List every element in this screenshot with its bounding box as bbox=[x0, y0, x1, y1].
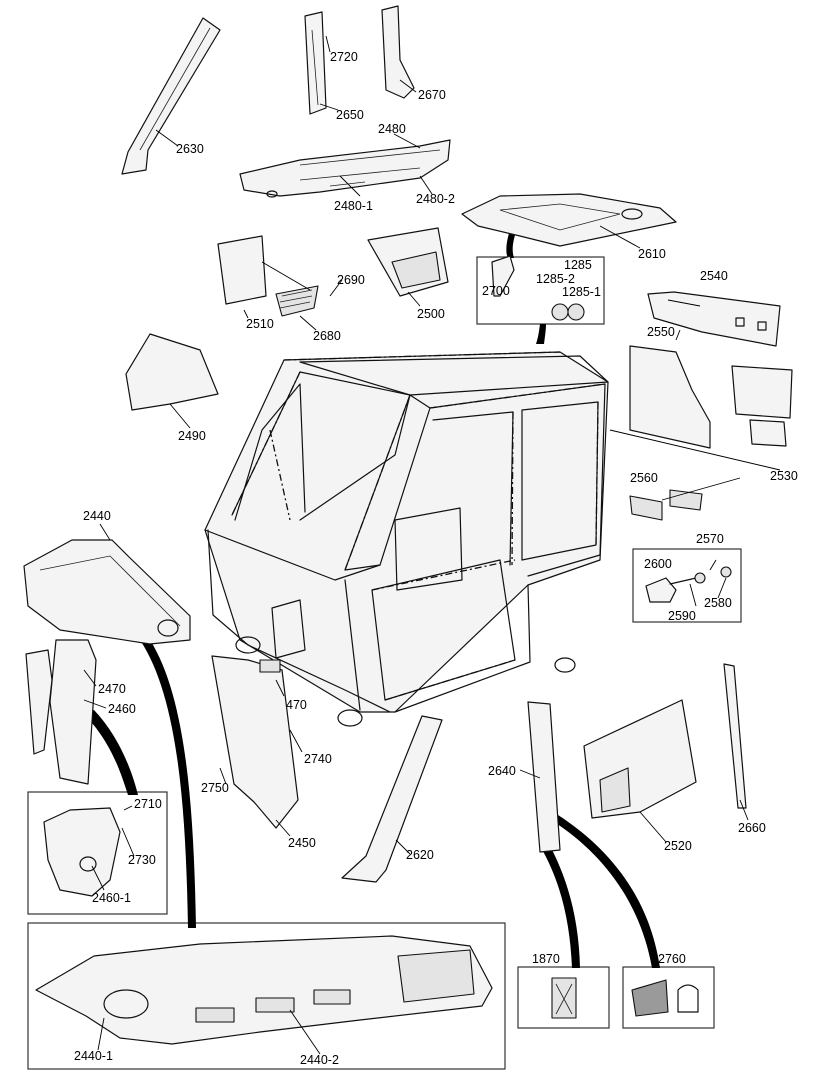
part-2650-pillar bbox=[304, 11, 327, 115]
part-2700-clip bbox=[491, 255, 515, 297]
label-2460-1: 2460-1 bbox=[92, 891, 131, 905]
label-2530: 2530 bbox=[770, 469, 798, 483]
label-2580: 2580 bbox=[704, 596, 732, 610]
part-2600-washer bbox=[694, 572, 706, 584]
part-2570-pad bbox=[669, 489, 703, 511]
leader-lines bbox=[83, 35, 749, 1055]
part-2620-pillar bbox=[341, 715, 443, 883]
part-2460-1-detail bbox=[43, 807, 121, 897]
part-2670-pillar bbox=[381, 5, 415, 99]
label-2630: 2630 bbox=[176, 142, 204, 156]
part-2760-sample bbox=[631, 979, 669, 1017]
label-1285-1: 1285-1 bbox=[562, 285, 601, 299]
label-2610: 2610 bbox=[638, 247, 666, 261]
label-2650: 2650 bbox=[336, 108, 364, 122]
label-2450: 2450 bbox=[288, 836, 316, 850]
label-2550: 2550 bbox=[647, 325, 675, 339]
cab-body bbox=[204, 351, 609, 713]
label-2620: 2620 bbox=[406, 848, 434, 862]
label-2480: 2480 bbox=[378, 122, 406, 136]
label-2570: 2570 bbox=[696, 532, 724, 546]
connector-band-1285 bbox=[536, 324, 546, 344]
label-2590: 2590 bbox=[668, 609, 696, 623]
vent-right bbox=[313, 989, 351, 1005]
part-2480-console bbox=[239, 139, 451, 197]
part-2640-seal bbox=[527, 701, 561, 853]
cab-assembly bbox=[204, 351, 609, 727]
label-2640: 2640 bbox=[488, 764, 516, 778]
label-1870: 1870 bbox=[532, 952, 560, 966]
part-2610-roof bbox=[461, 193, 677, 247]
part-2540-trim bbox=[647, 291, 781, 347]
part-2450-panel bbox=[211, 655, 299, 829]
label-2490: 2490 bbox=[178, 429, 206, 443]
part-2580-nut bbox=[720, 566, 732, 578]
part-2470-left bbox=[25, 649, 53, 755]
part-1870-filter bbox=[551, 977, 577, 1019]
part-1285-2 bbox=[551, 303, 569, 321]
part-2490-panel bbox=[125, 333, 219, 411]
label-2730: 2730 bbox=[128, 853, 156, 867]
label-2700: 2700 bbox=[482, 284, 510, 298]
label-1285: 1285 bbox=[564, 258, 592, 272]
label-2750: 2750 bbox=[201, 781, 229, 795]
part-2680-grille bbox=[275, 285, 319, 317]
label-2720: 2720 bbox=[330, 50, 358, 64]
label-2660: 2660 bbox=[738, 821, 766, 835]
part-1285-1 bbox=[567, 303, 585, 321]
label-2440: 2440 bbox=[83, 509, 111, 523]
connector-band-2700 bbox=[506, 230, 516, 258]
part-2460-panel bbox=[49, 639, 97, 785]
label-2440-2: 2440-2 bbox=[300, 1053, 339, 1067]
part-2560-pad bbox=[629, 495, 663, 521]
label-2710: 2710 bbox=[134, 797, 162, 811]
vent-center bbox=[255, 997, 295, 1013]
label-2740: 2740 bbox=[304, 752, 332, 766]
label-2680: 2680 bbox=[313, 329, 341, 343]
label-2560: 2560 bbox=[630, 471, 658, 485]
connector-band-2460 bbox=[82, 710, 138, 795]
connector-band-2440 bbox=[140, 640, 196, 928]
label-2440-1: 2440-1 bbox=[74, 1049, 113, 1063]
connector-band-1870 bbox=[540, 846, 580, 968]
label-1285-2: 1285-2 bbox=[536, 272, 575, 286]
part-2530-panel bbox=[731, 365, 793, 419]
label-2520: 2520 bbox=[664, 839, 692, 853]
label-2760: 2760 bbox=[658, 952, 686, 966]
connector-band-2760 bbox=[548, 815, 660, 968]
label-2670: 2670 bbox=[418, 88, 446, 102]
label-2510: 2510 bbox=[246, 317, 274, 331]
label-2540: 2540 bbox=[700, 269, 728, 283]
part-2660-strip bbox=[723, 663, 747, 809]
part-2550-panel bbox=[629, 345, 711, 449]
label-2480-2: 2480-2 bbox=[416, 192, 455, 206]
label-2600: 2600 bbox=[644, 557, 672, 571]
detail-box-2760 bbox=[622, 966, 715, 1029]
label-2480-1: 2480-1 bbox=[334, 199, 373, 213]
callout-labels: 2630 2720 2650 2670 2480 2480-1 2480-2 2… bbox=[74, 50, 798, 1067]
part-470 bbox=[259, 659, 281, 673]
part-2440-dash bbox=[23, 539, 191, 645]
label-2470: 2470 bbox=[98, 682, 126, 696]
label-2690: 2690 bbox=[337, 273, 365, 287]
label-470: 470 bbox=[286, 698, 307, 712]
label-2500: 2500 bbox=[417, 307, 445, 321]
label-2460: 2460 bbox=[108, 702, 136, 716]
vent-left bbox=[195, 1007, 235, 1023]
part-2510-panel bbox=[217, 235, 267, 305]
part-2590-knob bbox=[645, 577, 677, 603]
part-2440-1-detail bbox=[35, 935, 493, 1045]
part-2760-profile bbox=[677, 984, 699, 1013]
